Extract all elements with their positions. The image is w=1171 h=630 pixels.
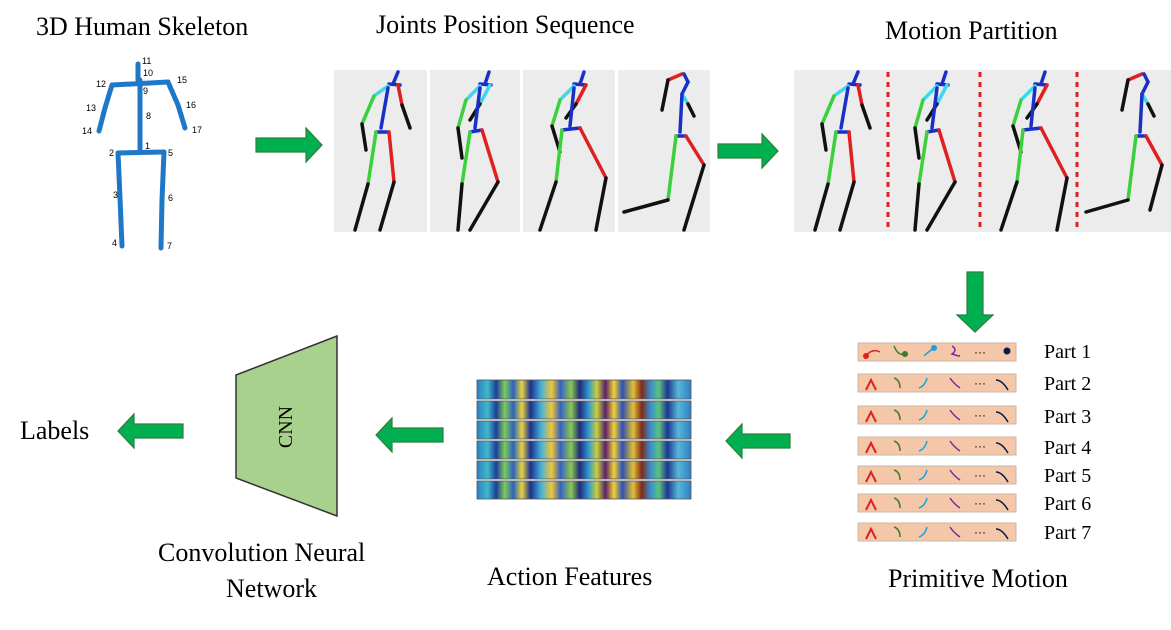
joint-number: 6 [168,193,174,203]
primitive-motion-bar: ··· [857,465,1017,485]
primitive-motion-bar: ··· [857,436,1017,456]
svg-text:···: ··· [974,525,986,539]
joint-number: 15 [177,75,188,85]
arrow-icon [955,271,995,333]
primitive-motion-bar: ··· [857,373,1017,393]
action-features-block [476,379,692,500]
joint-number: 14 [82,126,93,136]
joint-number: 17 [192,125,203,135]
arrow-icon [375,416,444,454]
pose-frame [430,70,520,232]
joint-number: 4 [112,238,118,248]
pose-frame [618,70,710,232]
primitive-motion-bar: ··· [857,493,1017,513]
labels-title: Labels [20,416,90,445]
joint-number: 13 [86,103,97,113]
joint-number: 12 [96,79,107,89]
motion-partition-title: Motion Partition [885,16,1058,45]
arrow-icon [717,132,779,170]
skeleton-title: 3D Human Skeleton [36,12,249,41]
part-label-4: Part 4 [1044,437,1092,459]
arrow-icon [255,126,323,164]
svg-text:···: ··· [974,468,986,482]
joint-number: 8 [146,111,152,121]
pose-frame [334,70,427,232]
cnn-title-line1: Convolution Neural [158,538,366,567]
joint-number: 5 [168,148,174,158]
arrow-icon [725,422,791,460]
primitive-motion-title: Primitive Motion [888,564,1068,593]
svg-text:···: ··· [974,439,986,453]
cnn-block [235,334,338,518]
joint-number: 3 [113,190,119,200]
primitive-motion-bar: ··· [857,522,1017,542]
svg-text:···: ··· [974,345,986,359]
svg-text:···: ··· [974,408,986,422]
part-label-3: Part 3 [1044,406,1092,428]
pose-frame [523,70,615,232]
partition-divider [886,72,1079,232]
action-features-title: Action Features [487,562,653,591]
cnn-label: CNN [275,406,297,448]
joints-sequence-title: Joints Position Sequence [376,10,635,39]
part-label-6: Part 6 [1044,493,1092,515]
joint-number: 16 [186,100,197,110]
human-skeleton [96,61,188,251]
joint-number: 7 [167,241,173,251]
part-label-1: Part 1 [1044,341,1092,363]
joint-number: 11 [142,56,152,66]
part-label-5: Part 5 [1044,465,1092,487]
joint-number: 2 [109,148,115,158]
joint-number: 10 [143,68,154,78]
primitive-motion-bar: ··· [857,342,1017,362]
primitive-motion-bar: ··· [857,405,1017,425]
part-label-2: Part 2 [1044,373,1092,395]
joint-number: 1 [145,141,151,151]
cnn-title-line2: Network [226,574,317,603]
part-label-7: Part 7 [1044,522,1092,544]
svg-text:···: ··· [974,496,986,510]
joint-number: 9 [143,86,149,96]
arrow-icon [117,412,184,450]
partition-frame [794,70,1171,232]
svg-text:···: ··· [974,376,986,390]
